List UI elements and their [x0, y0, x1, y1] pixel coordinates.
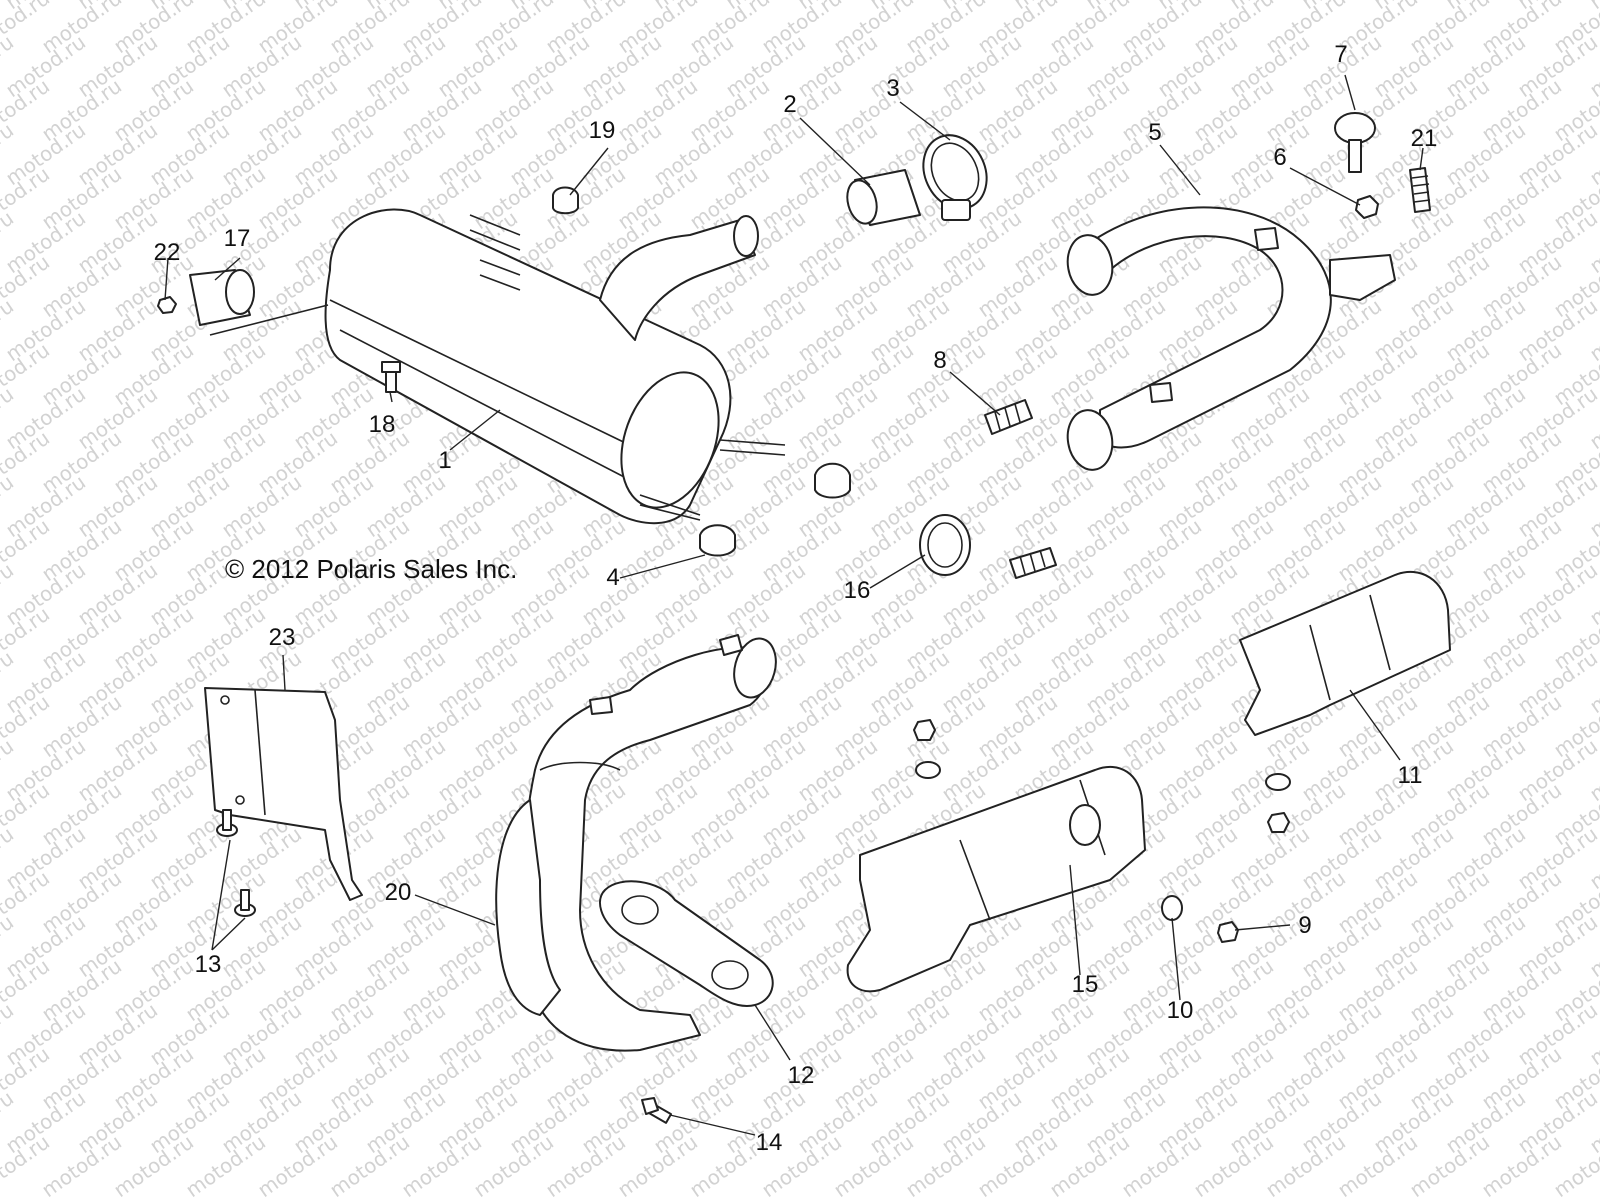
spring-part-21	[1409, 167, 1431, 213]
grommet-part-7	[1334, 112, 1376, 173]
callout-10: 10	[1167, 997, 1194, 1024]
callout-22: 22	[154, 239, 181, 266]
grommet-part-4	[699, 462, 851, 557]
bolt-part-14	[641, 1097, 673, 1124]
gasket-part-12	[599, 880, 774, 1007]
callout-18: 18	[369, 411, 396, 438]
muffler-part-1	[209, 208, 786, 525]
head-pipe-part-5	[1066, 206, 1396, 471]
callout-14: 14	[756, 1129, 783, 1156]
nut-part-6	[1355, 195, 1379, 219]
callout-20: 20	[385, 879, 412, 906]
callout-1: 1	[438, 447, 451, 474]
clamp-part-3	[922, 134, 988, 221]
callout-5: 5	[1148, 119, 1161, 146]
callout-6: 6	[1273, 144, 1286, 171]
callout-13: 13	[195, 951, 222, 978]
callout-8: 8	[933, 347, 946, 374]
callout-15: 15	[1072, 971, 1099, 998]
callout-labels: 1 2 3 4 5 6 7 8 9 10 11 12 13 14 15 16 1…	[154, 41, 1438, 1156]
nut-part-19	[552, 186, 579, 215]
spring-exhaust	[1009, 547, 1057, 579]
callout-7: 7	[1334, 41, 1347, 68]
callout-12: 12	[788, 1062, 815, 1089]
callout-23: 23	[269, 624, 296, 651]
callout-11: 11	[1398, 762, 1423, 789]
gasket-part-16	[919, 514, 971, 576]
callout-17: 17	[224, 225, 251, 252]
spring-part-8	[984, 399, 1033, 435]
sleeve-part-2	[846, 169, 921, 226]
coupler-part-17	[189, 269, 255, 326]
callout-3: 3	[886, 75, 899, 102]
nut-part-22	[157, 296, 177, 314]
callout-2: 2	[783, 91, 796, 118]
heat-shield-part-11	[1239, 570, 1451, 736]
callout-16: 16	[844, 577, 871, 604]
callout-21: 21	[1411, 125, 1438, 152]
heat-shield-part-23	[204, 687, 363, 901]
callout-19: 19	[589, 117, 616, 144]
heat-shield-part-15	[846, 765, 1146, 993]
copyright-text: © 2012 Polaris Sales Inc.	[225, 554, 517, 584]
callout-4: 4	[606, 564, 619, 591]
callout-9: 9	[1298, 912, 1311, 939]
bolt-part-13	[216, 809, 256, 917]
